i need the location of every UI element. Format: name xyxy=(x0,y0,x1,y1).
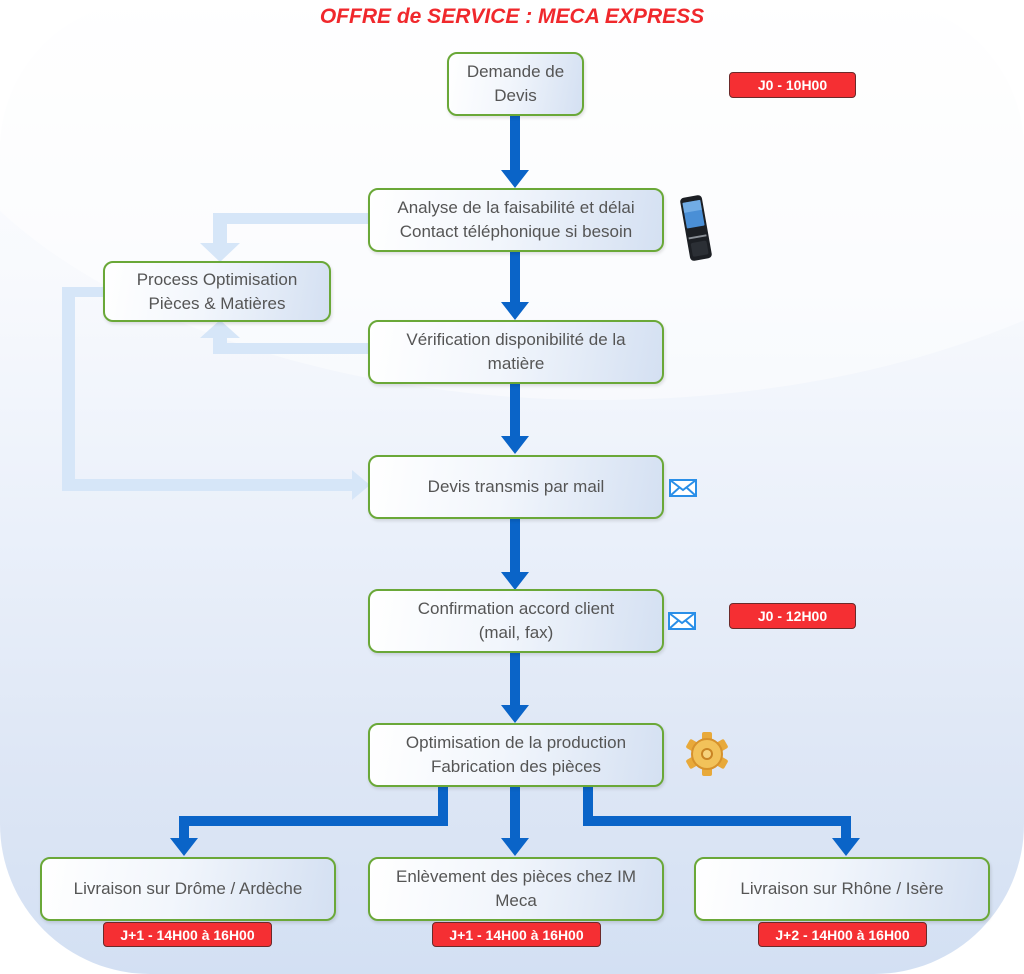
gear-icon xyxy=(686,732,728,776)
arrow-devis-to-confirmation xyxy=(501,519,529,590)
arrow-production-to-rhone xyxy=(583,786,860,856)
node-devis-mail: Devis transmis par mail xyxy=(368,455,664,519)
node-process-optimisation: Process Optimisation Pièces & Matières xyxy=(103,261,331,322)
node-confirmation-client: Confirmation accord client (mail, fax) xyxy=(368,589,664,653)
arrow-confirmation-to-production xyxy=(501,653,529,723)
badge-enlevement: J+1 - 14H00 à 16H00 xyxy=(432,922,601,947)
arrow-production-to-drome xyxy=(170,786,448,856)
arrow-analyse-to-verification xyxy=(501,252,529,320)
feedback-arrow-verification-to-process xyxy=(200,320,370,354)
diagram-title: OFFRE de SERVICE : MECA EXPRESS xyxy=(319,5,705,28)
badge-j0-10h: J0 - 10H00 xyxy=(729,72,856,98)
node-demande-devis: Demande de Devis xyxy=(447,52,584,116)
badge-rhone: J+2 - 14H00 à 16H00 xyxy=(758,922,927,947)
feedback-arrow-analyse-to-process xyxy=(200,213,370,262)
node-livraison-rhone: Livraison sur Rhône / Isère xyxy=(694,857,990,921)
envelope-icon xyxy=(669,479,697,497)
arrow-production-to-enlevement xyxy=(501,786,529,856)
mobile-phone-icon xyxy=(680,195,712,261)
node-production: Optimisation de la production Fabricatio… xyxy=(368,723,664,787)
arrow-verification-to-devis xyxy=(501,384,529,454)
envelope-icon xyxy=(668,612,696,630)
node-analyse-faisabilite: Analyse de la faisabilité et délai Conta… xyxy=(368,188,664,252)
arrow-demande-to-analyse xyxy=(501,116,529,188)
node-livraison-drome: Livraison sur Drôme / Ardèche xyxy=(40,857,336,921)
badge-j0-12h: J0 - 12H00 xyxy=(729,603,856,629)
node-enlevement: Enlèvement des pièces chez IM Meca xyxy=(368,857,664,921)
badge-drome: J+1 - 14H00 à 16H00 xyxy=(103,922,272,947)
node-verification-matiere: Vérification disponibilité de la matière xyxy=(368,320,664,384)
